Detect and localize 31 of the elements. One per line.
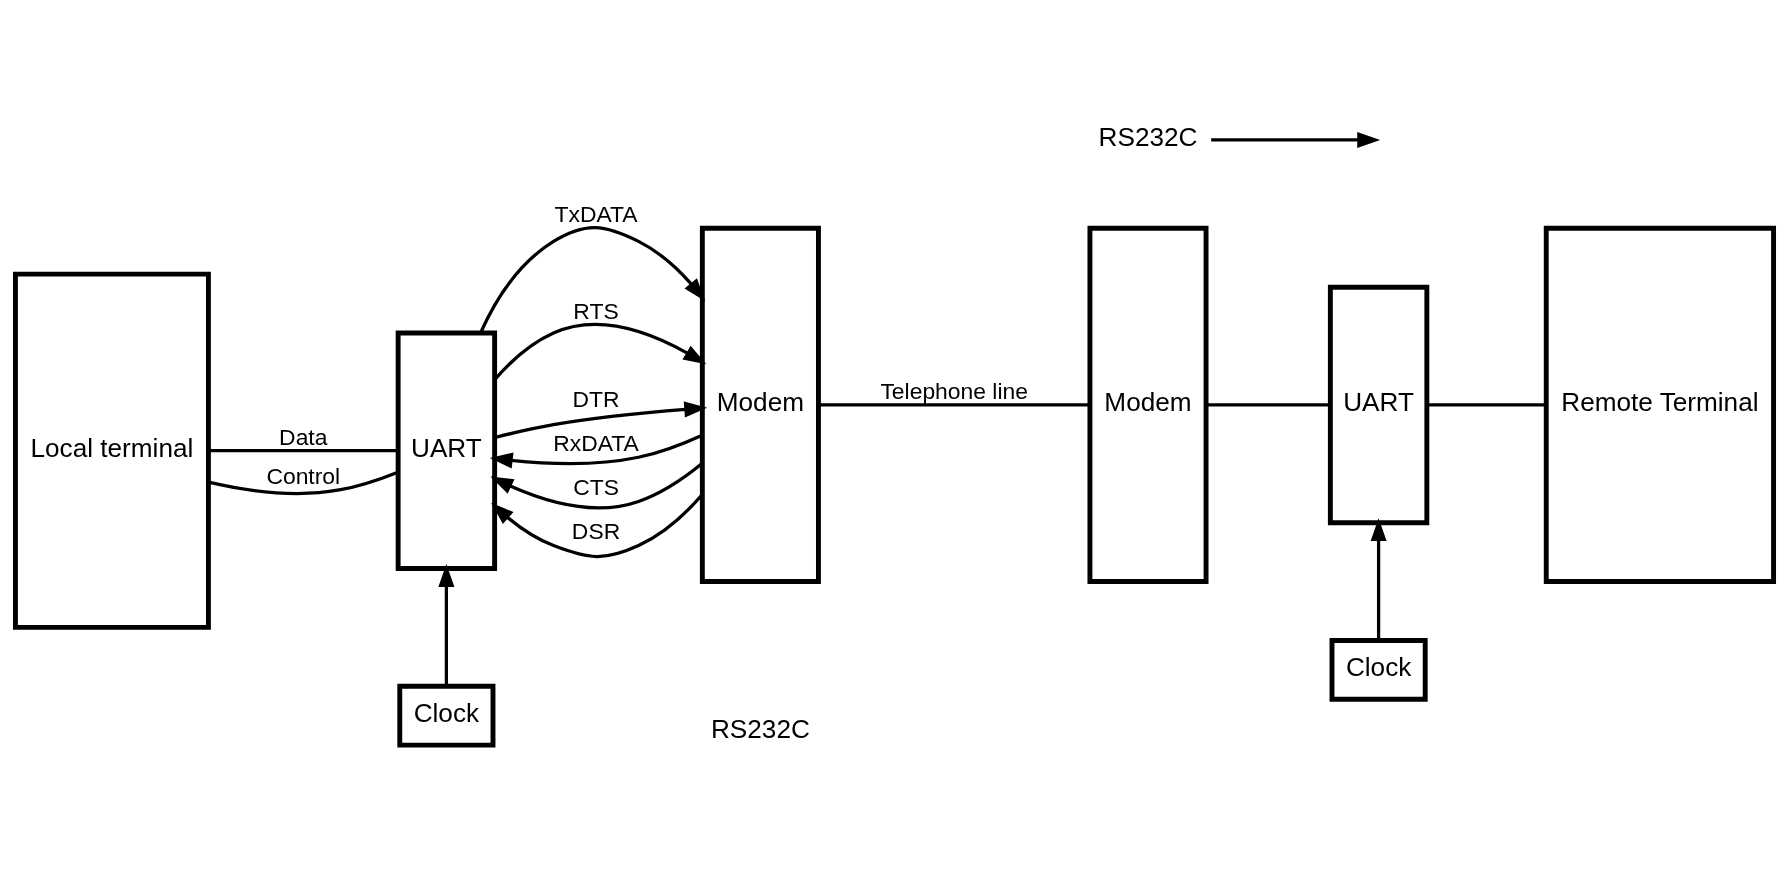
arrow: [479, 225, 706, 333]
edge-label: DTR: [572, 385, 620, 412]
node-box: Remote Terminal: [1543, 225, 1776, 584]
node-box: Local terminal: [13, 271, 211, 630]
arrow: [438, 563, 455, 686]
edge-label: Telephone line: [880, 377, 1028, 404]
node-text: RS232C: [1098, 121, 1198, 152]
node-box: Clock: [1329, 637, 1428, 702]
arrow: [494, 400, 708, 439]
connector: [1206, 402, 1331, 407]
node-box: UART: [395, 330, 498, 571]
connector: [818, 402, 1090, 407]
edge-label: RTS: [573, 297, 619, 324]
arrow: [490, 461, 703, 509]
edge-label: CTS: [573, 473, 619, 500]
node-box: UART: [1327, 284, 1430, 525]
arrow: [1370, 517, 1387, 640]
edge-label: Data: [279, 423, 328, 449]
edge-label: RxDATA: [553, 429, 639, 456]
edge-label: TxDATA: [554, 200, 638, 227]
arrow: [1211, 131, 1381, 148]
node-box: Modem: [699, 225, 821, 584]
label: RS232C: [710, 713, 810, 744]
node-box: Modem: [1087, 225, 1209, 584]
arrow: [489, 433, 703, 468]
connector: [208, 448, 399, 452]
connector: [208, 470, 399, 495]
edge-label: Control: [266, 462, 341, 489]
edge-label: DSR: [571, 517, 621, 544]
connector: [1427, 402, 1546, 407]
node-box: Clock: [397, 683, 496, 748]
